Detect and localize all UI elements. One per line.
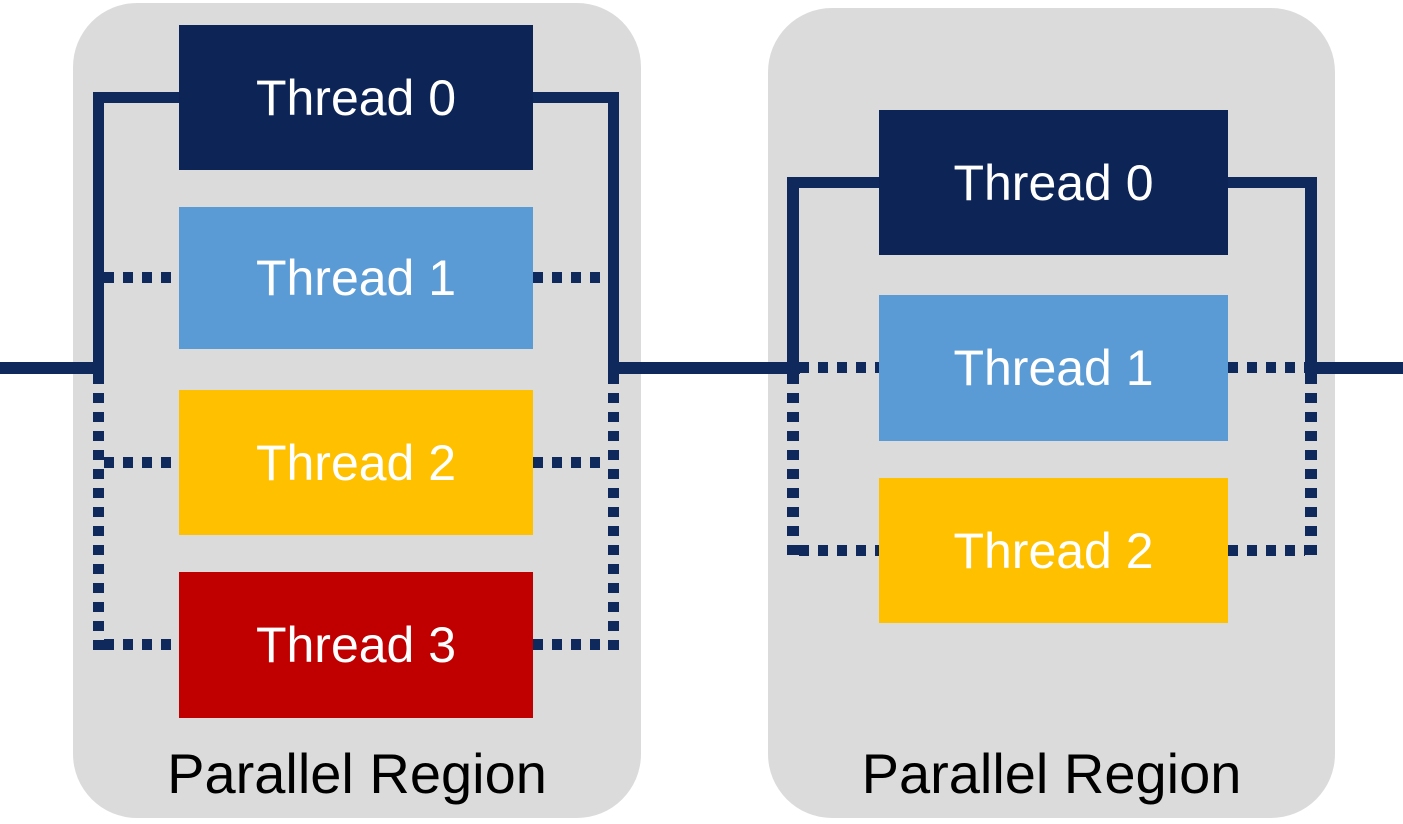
- region2-thread2-label: Thread 2: [953, 522, 1154, 579]
- region1-fork-line-left-horizontal: [93, 92, 179, 103]
- region1-fork-line-left-vertical: [93, 92, 104, 374]
- region2-fork-line-left-vertical: [787, 177, 799, 374]
- region1-join-dotted-column-right: [608, 374, 619, 650]
- region1-thread3-dotted-left: [104, 639, 179, 650]
- master-timeline-right-segment: [1305, 362, 1403, 374]
- region2-thread1-box: Thread 1: [879, 295, 1228, 441]
- region1-thread3-label: Thread 3: [255, 617, 457, 673]
- parallel-region-2-label: Parallel Region: [861, 742, 1242, 805]
- master-timeline-left-segment: [0, 362, 104, 374]
- parallel-region-2: Parallel Region: [768, 8, 1335, 818]
- parallel-region-1-label: Parallel Region: [167, 742, 547, 805]
- region1-thread1-dotted-left: [104, 272, 179, 283]
- master-timeline-middle-segment: [608, 362, 800, 374]
- region1-join-line-right-horizontal: [533, 92, 619, 103]
- region2-thread2-box: Thread 2: [879, 478, 1228, 623]
- region2-join-dotted-column-right: [1305, 374, 1317, 556]
- region1-thread3-dotted-right: [533, 639, 608, 650]
- region2-join-line-right-vertical: [1305, 177, 1317, 374]
- region1-thread0-label: Thread 0: [255, 69, 457, 126]
- region2-thread0-label: Thread 0: [953, 154, 1154, 211]
- region1-thread1-label: Thread 1: [255, 250, 457, 306]
- region2-thread0-box: Thread 0: [879, 110, 1228, 255]
- region1-thread1-dotted-right: [533, 272, 608, 283]
- region1-thread2-dotted-left: [104, 457, 179, 468]
- region2-thread1-dotted-left: [799, 362, 879, 373]
- region1-thread3-box: Thread 3: [179, 572, 533, 718]
- region1-thread2-dotted-right: [533, 457, 608, 468]
- region2-thread1-dotted-right: [1228, 362, 1305, 373]
- region2-thread2-dotted-left: [799, 545, 879, 556]
- region1-fork-dotted-column-left: [93, 374, 104, 650]
- region1-thread0-box: Thread 0: [179, 25, 533, 170]
- region2-join-line-right-horizontal: [1228, 177, 1317, 188]
- region2-fork-line-left-horizontal: [787, 177, 879, 188]
- region2-thread1-label: Thread 1: [953, 340, 1154, 396]
- region2-fork-dotted-column-left: [787, 374, 799, 556]
- region2-thread2-dotted-right: [1228, 545, 1305, 556]
- region1-thread2-box: Thread 2: [179, 390, 533, 535]
- region1-thread2-label: Thread 2: [255, 434, 457, 491]
- region1-join-line-right-vertical: [608, 92, 619, 374]
- region1-thread1-box: Thread 1: [179, 207, 533, 349]
